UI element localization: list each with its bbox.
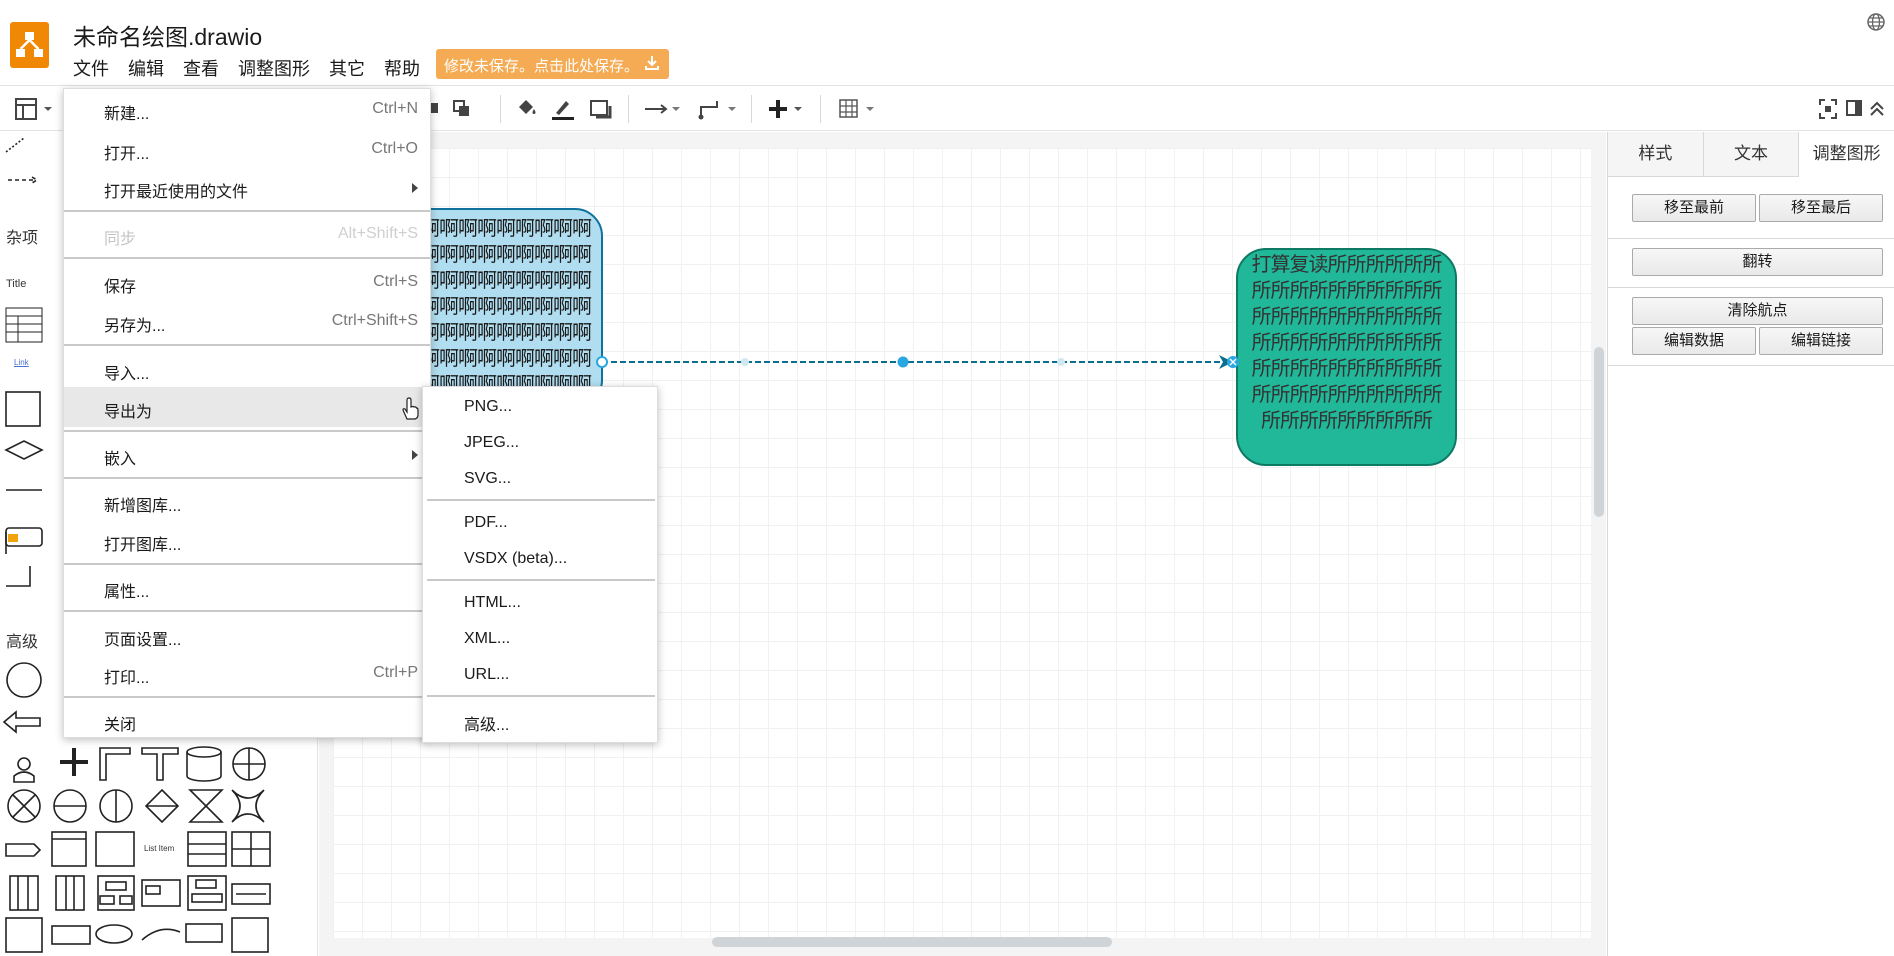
to-front-button[interactable]: 移至最前: [1632, 194, 1756, 222]
menu-item-open-library[interactable]: 打开图库...: [104, 537, 182, 554]
edit-link-button[interactable]: 编辑链接: [1759, 327, 1883, 355]
edge-virtual-bend: [1057, 358, 1065, 366]
export-vsdx[interactable]: VSDX (beta)...: [464, 550, 568, 567]
file-menu: 新建... Ctrl+N 打开... Ctrl+O 打开最近使用的文件 同步 A…: [63, 88, 431, 738]
shadow-icon[interactable]: [588, 97, 614, 121]
format-panel-icon[interactable]: [14, 97, 56, 121]
misc-section-label[interactable]: 杂项: [6, 230, 39, 247]
shape-library-icons[interactable]: [0, 132, 318, 956]
header: 未命名绘图.drawio 文件 编辑 查看 调整图形 其它 帮助 修改未保存。点…: [0, 0, 1894, 86]
teal-rounded-rectangle[interactable]: 打算复读所所所所所所所所所所所所所所所所所所所所所所所所所所所所所所所所所所所所…: [1236, 248, 1457, 466]
menu-item-open-recent[interactable]: 打开最近使用的文件: [64, 169, 430, 205]
export-as-submenu: PNG... JPEG... SVG... PDF... VSDX (beta)…: [422, 386, 658, 743]
menu-item-new-library[interactable]: 新增图库...: [104, 498, 182, 515]
toggle-format-panel-icon[interactable]: [1845, 97, 1863, 121]
waypoints-icon[interactable]: [697, 97, 741, 121]
tab-text[interactable]: 文本: [1703, 132, 1800, 177]
insert-plus-icon[interactable]: [768, 97, 808, 121]
list-item-shape-label[interactable]: List Item: [144, 844, 175, 853]
export-png[interactable]: PNG...: [464, 398, 513, 415]
to-front-back-icon[interactable]: [426, 97, 478, 121]
diagram-logo-icon: [16, 32, 43, 57]
tab-style[interactable]: 样式: [1608, 132, 1704, 177]
edge-virtual-bend: [741, 358, 749, 366]
link-shape-label[interactable]: Link: [14, 358, 29, 367]
clear-waypoints-button[interactable]: 清除航点: [1632, 297, 1883, 325]
flip-button[interactable]: 翻转: [1632, 248, 1883, 276]
menu-item-properties[interactable]: 属性...: [104, 584, 150, 601]
menu-file[interactable]: 文件: [73, 59, 109, 79]
menu-item-open[interactable]: 打开... Ctrl+O: [104, 140, 418, 163]
horizontal-scrollbar[interactable]: [712, 937, 1112, 947]
teal-shape-text: 打算复读所所所所所所所所所所所所所所所所所所所所所所所所所所所所所所所所所所所所…: [1251, 254, 1443, 432]
menubar: 文件 编辑 查看 调整图形 其它 帮助: [73, 55, 439, 81]
download-icon: [645, 56, 659, 70]
menu-edit[interactable]: 编辑: [128, 59, 164, 79]
table-icon[interactable]: [838, 97, 878, 121]
vertical-scrollbar[interactable]: [1594, 347, 1604, 517]
save-banner-text: 修改未保存。点击此处保存。: [444, 58, 640, 75]
edge-midpoint-handle: [897, 356, 909, 368]
to-back-button[interactable]: 移至最后: [1759, 194, 1883, 222]
edit-data-button[interactable]: 编辑数据: [1632, 327, 1756, 355]
menu-item-export-as[interactable]: 导出为: [64, 387, 430, 427]
menu-help[interactable]: 帮助: [384, 59, 420, 79]
menu-extras[interactable]: 其它: [329, 59, 365, 79]
submenu-arrow-icon: [412, 450, 418, 460]
export-jpeg[interactable]: JPEG...: [464, 434, 520, 451]
advanced-section-label[interactable]: 高级: [6, 634, 39, 651]
connection-style-icon[interactable]: [643, 97, 683, 121]
export-url[interactable]: URL...: [464, 666, 510, 683]
title-shape-label[interactable]: Title: [6, 278, 27, 290]
menu-item-sync: 同步 Alt+Shift+S: [104, 225, 418, 248]
hand-cursor-icon: [402, 397, 419, 420]
collapse-icon[interactable]: [1868, 97, 1886, 121]
edge-source-handle: [596, 356, 608, 368]
menu-arrange[interactable]: 调整图形: [238, 59, 310, 79]
menu-item-embed[interactable]: 嵌入: [64, 436, 430, 472]
menu-item-import[interactable]: 导入...: [104, 366, 150, 383]
menu-item-close[interactable]: 关闭: [104, 717, 137, 734]
globe-icon[interactable]: [1866, 12, 1886, 32]
drawio-logo[interactable]: [10, 22, 49, 68]
tab-arrange[interactable]: 调整图形: [1799, 132, 1894, 177]
menu-item-page-setup[interactable]: 页面设置...: [104, 632, 182, 649]
connector-edge[interactable]: [333, 148, 1591, 938]
export-svg[interactable]: SVG...: [464, 470, 512, 487]
export-xml[interactable]: XML...: [464, 630, 511, 647]
export-html[interactable]: HTML...: [464, 594, 521, 611]
fullscreen-icon[interactable]: [1818, 97, 1838, 121]
menu-item-print[interactable]: 打印... Ctrl+P: [104, 664, 418, 687]
export-advanced[interactable]: 高级...: [464, 717, 510, 734]
submenu-arrow-icon: [412, 183, 418, 193]
menu-item-save-as[interactable]: 另存为... Ctrl+Shift+S: [104, 312, 418, 335]
document-title[interactable]: 未命名绘图.drawio: [73, 24, 263, 50]
export-pdf[interactable]: PDF...: [464, 514, 508, 531]
unsaved-changes-banner[interactable]: 修改未保存。点击此处保存。: [436, 49, 669, 79]
menu-item-new[interactable]: 新建... Ctrl+N: [104, 100, 418, 123]
line-color-icon[interactable]: [550, 97, 576, 121]
format-panel: 样式 文本 调整图形 移至最前 移至最后 翻转 清除航点 编辑数据 编辑链接: [1607, 132, 1894, 956]
fill-color-icon[interactable]: [514, 97, 540, 121]
menu-view[interactable]: 查看: [183, 59, 219, 79]
menu-item-save[interactable]: 保存 Ctrl+S: [104, 273, 418, 296]
